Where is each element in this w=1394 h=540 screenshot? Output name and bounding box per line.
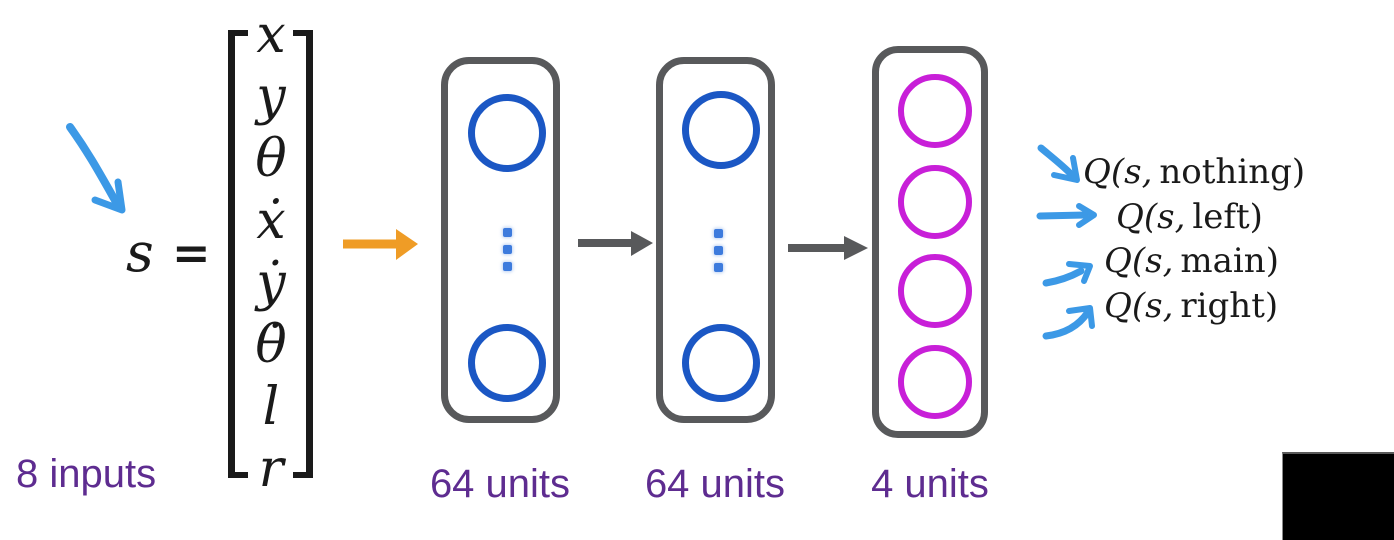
state-symbol: s: [126, 221, 154, 284]
vector-entry: y: [256, 67, 286, 127]
state-vector: x y θ ẋ ẏ θ̇ l r: [238, 4, 304, 500]
neuron-circle: [682, 91, 760, 169]
hidden-layer-2: [656, 57, 775, 423]
neuron-circle: [898, 165, 972, 239]
neuron-circle: [898, 74, 972, 148]
q-function-text: Q(s,: [1083, 152, 1153, 192]
q-function-text: Q(s,: [1104, 286, 1174, 326]
neuron-circle: [682, 324, 760, 402]
q-value-main: Q(s,main): [1104, 241, 1279, 281]
q-action-text: left): [1192, 197, 1263, 237]
q-arrow-left-icon: [1036, 203, 1097, 228]
q-value-nothing: Q(s,nothing): [1083, 152, 1305, 192]
output-units-label: 4 units: [871, 462, 989, 506]
q-value-right: Q(s,right): [1104, 286, 1278, 326]
inputs-count-label: 8 inputs: [16, 452, 157, 496]
output-layer: [872, 46, 988, 438]
neuron-circle: [468, 324, 546, 402]
vector-entry: r: [258, 439, 284, 499]
vector-bracket-right: [293, 30, 313, 478]
q-action-text: main): [1180, 241, 1279, 281]
annotation-arrow-icon: [66, 123, 126, 214]
vector-entry: θ̇: [255, 315, 287, 375]
vector-entry: x: [256, 5, 286, 65]
q-arrow-right-icon: [1042, 305, 1095, 340]
vector-entry: l: [262, 377, 280, 437]
vector-entry: ẏ: [256, 253, 286, 313]
hidden-layer-1: [441, 57, 560, 423]
equals-sign: =: [172, 226, 211, 280]
q-function-text: Q(s,: [1104, 241, 1174, 281]
q-arrow-main-icon: [1042, 261, 1093, 287]
flow-arrow-icon: [788, 236, 868, 260]
neuron-circle: [898, 254, 972, 328]
vector-bracket-left: [228, 30, 248, 478]
vector-entry: ẋ: [256, 191, 286, 251]
neuron-circle: [468, 94, 546, 172]
flow-arrow-icon: [578, 231, 653, 256]
vector-entry: θ: [255, 129, 287, 189]
q-function-text: Q(s,: [1116, 197, 1186, 237]
black-redaction-box: [1282, 452, 1394, 540]
q-value-left: Q(s,left): [1116, 197, 1263, 237]
input-arrow-icon: [343, 229, 418, 260]
q-action-text: nothing): [1159, 152, 1306, 192]
q-arrow-nothing-icon: [1037, 144, 1080, 183]
layer1-units-label: 64 units: [429, 462, 571, 506]
q-action-text: right): [1180, 286, 1279, 326]
layer2-units-label: 64 units: [644, 462, 786, 506]
neuron-circle: [898, 345, 972, 419]
